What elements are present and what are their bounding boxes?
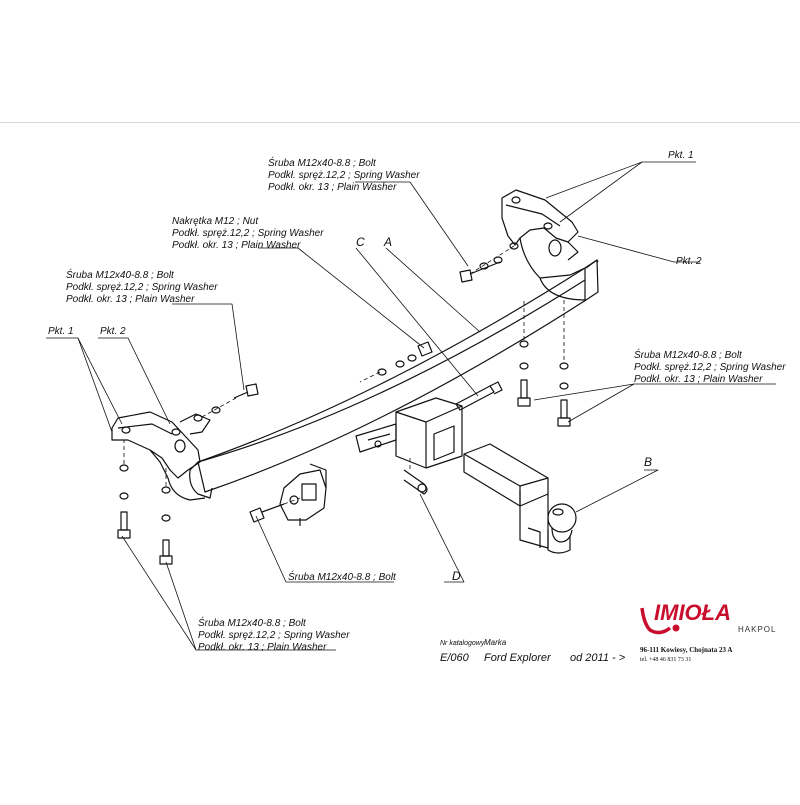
- bottom-bolt-callout: Śruba M12x40-8.8 ; Bolt Podkł. spręż.12,…: [198, 616, 350, 653]
- left-bolt-callout: Śruba M12x40-8.8 ; Bolt Podkł. spręż.12,…: [66, 268, 218, 305]
- company-phone: tel. +48 46 831 73 31: [640, 657, 691, 663]
- bolt-left-bottom: [117, 464, 173, 565]
- callout-line: Podkł. spręż.12,2 ; Spring Washer: [268, 170, 420, 181]
- logo-wordmark: IMIOŁA: [654, 600, 731, 625]
- locking-pin: [403, 469, 428, 495]
- part-b-label: B: [644, 455, 652, 469]
- logo-subtitle: HAKPOL: [738, 625, 776, 634]
- logo-swoosh: [640, 607, 672, 635]
- make-value: Ford Explorer: [484, 652, 552, 664]
- callout-line: Podkł. spręż.12,2 ; Spring Washer: [172, 228, 324, 239]
- catalog-number-label: Nr katalogowy: [440, 640, 485, 647]
- bolt-right-lower: [517, 340, 571, 427]
- bolt-socket: [249, 503, 285, 523]
- title-block: Nr katalogowy Marka E/060 Ford Explorer …: [440, 638, 626, 664]
- model-years: od 2011 - >: [570, 652, 626, 664]
- point-2-left-label: Pkt. 2: [100, 326, 126, 337]
- callout-line: Śruba M12x40-8.8 ; Bolt: [268, 156, 377, 169]
- socket-plate: [279, 463, 327, 526]
- company-logo: IMIOŁA HAKPOL 96-111 Kowiesy, Chojnata 2…: [640, 600, 776, 663]
- nut-assembly: [377, 341, 433, 376]
- bolt-top-right: [459, 242, 519, 283]
- logo-ball: [672, 624, 680, 632]
- company-address: 96-111 Kowiesy, Chojnata 23 A: [640, 646, 732, 654]
- callout-line: Podkł. okr. 13 ; Plain Washer: [172, 240, 301, 251]
- point-2-top-label: Pkt. 2: [676, 256, 702, 267]
- catalog-number-value: E/060: [440, 652, 470, 664]
- ball-mount: [463, 443, 577, 554]
- callout-line: Podkł. okr. 13 ; Plain Washer: [634, 374, 763, 385]
- socket-bolt-callout: Śruba M12x40-8.8 ; Bolt: [288, 570, 397, 583]
- left-mounting-bracket: [111, 411, 211, 501]
- make-label: Marka: [484, 638, 507, 647]
- callout-line: Podkł. okr. 13 ; Plain Washer: [198, 642, 327, 653]
- right-bolt-callout: Śruba M12x40-8.8 ; Bolt Podkł. spręż.12,…: [634, 348, 786, 385]
- point-1-left-label: Pkt. 1: [48, 326, 74, 337]
- callout-line: Nakrętka M12 ; Nut: [172, 216, 259, 227]
- bolt-left-horizontal: [193, 383, 259, 422]
- callout-line: Podkł. okr. 13 ; Plain Washer: [66, 294, 195, 305]
- part-c-label: C: [356, 235, 365, 249]
- top-divider: [0, 122, 800, 123]
- top-bolt-callout: Śruba M12x40-8.8 ; Bolt Podkł. spręż.12,…: [268, 156, 420, 193]
- nut-callout: Nakrętka M12 ; Nut Podkł. spręż.12,2 ; S…: [172, 216, 324, 251]
- callout-line: Śruba M12x40-8.8 ; Bolt: [198, 616, 307, 629]
- right-mounting-bracket: [501, 189, 587, 301]
- callout-line: Śruba M12x40-8.8 ; Bolt: [634, 348, 743, 361]
- receiver-housing: [355, 397, 463, 469]
- callout-line: Śruba M12x40-8.8 ; Bolt: [66, 268, 175, 281]
- callout-line: Podkł. okr. 13 ; Plain Washer: [268, 182, 397, 193]
- part-d-label: D: [452, 569, 461, 583]
- part-a-label: A: [383, 235, 392, 249]
- callout-line: Podkł. spręż.12,2 ; Spring Washer: [198, 630, 350, 641]
- point-1-top-label: Pkt. 1: [668, 150, 694, 161]
- bolt-center: [455, 381, 503, 411]
- assembly-axes: [123, 245, 565, 505]
- callout-line: Podkł. spręż.12,2 ; Spring Washer: [66, 282, 218, 293]
- leader-lines: [46, 161, 776, 651]
- main-crossbar: [189, 259, 599, 499]
- callout-line: Podkł. spręż.12,2 ; Spring Washer: [634, 362, 786, 373]
